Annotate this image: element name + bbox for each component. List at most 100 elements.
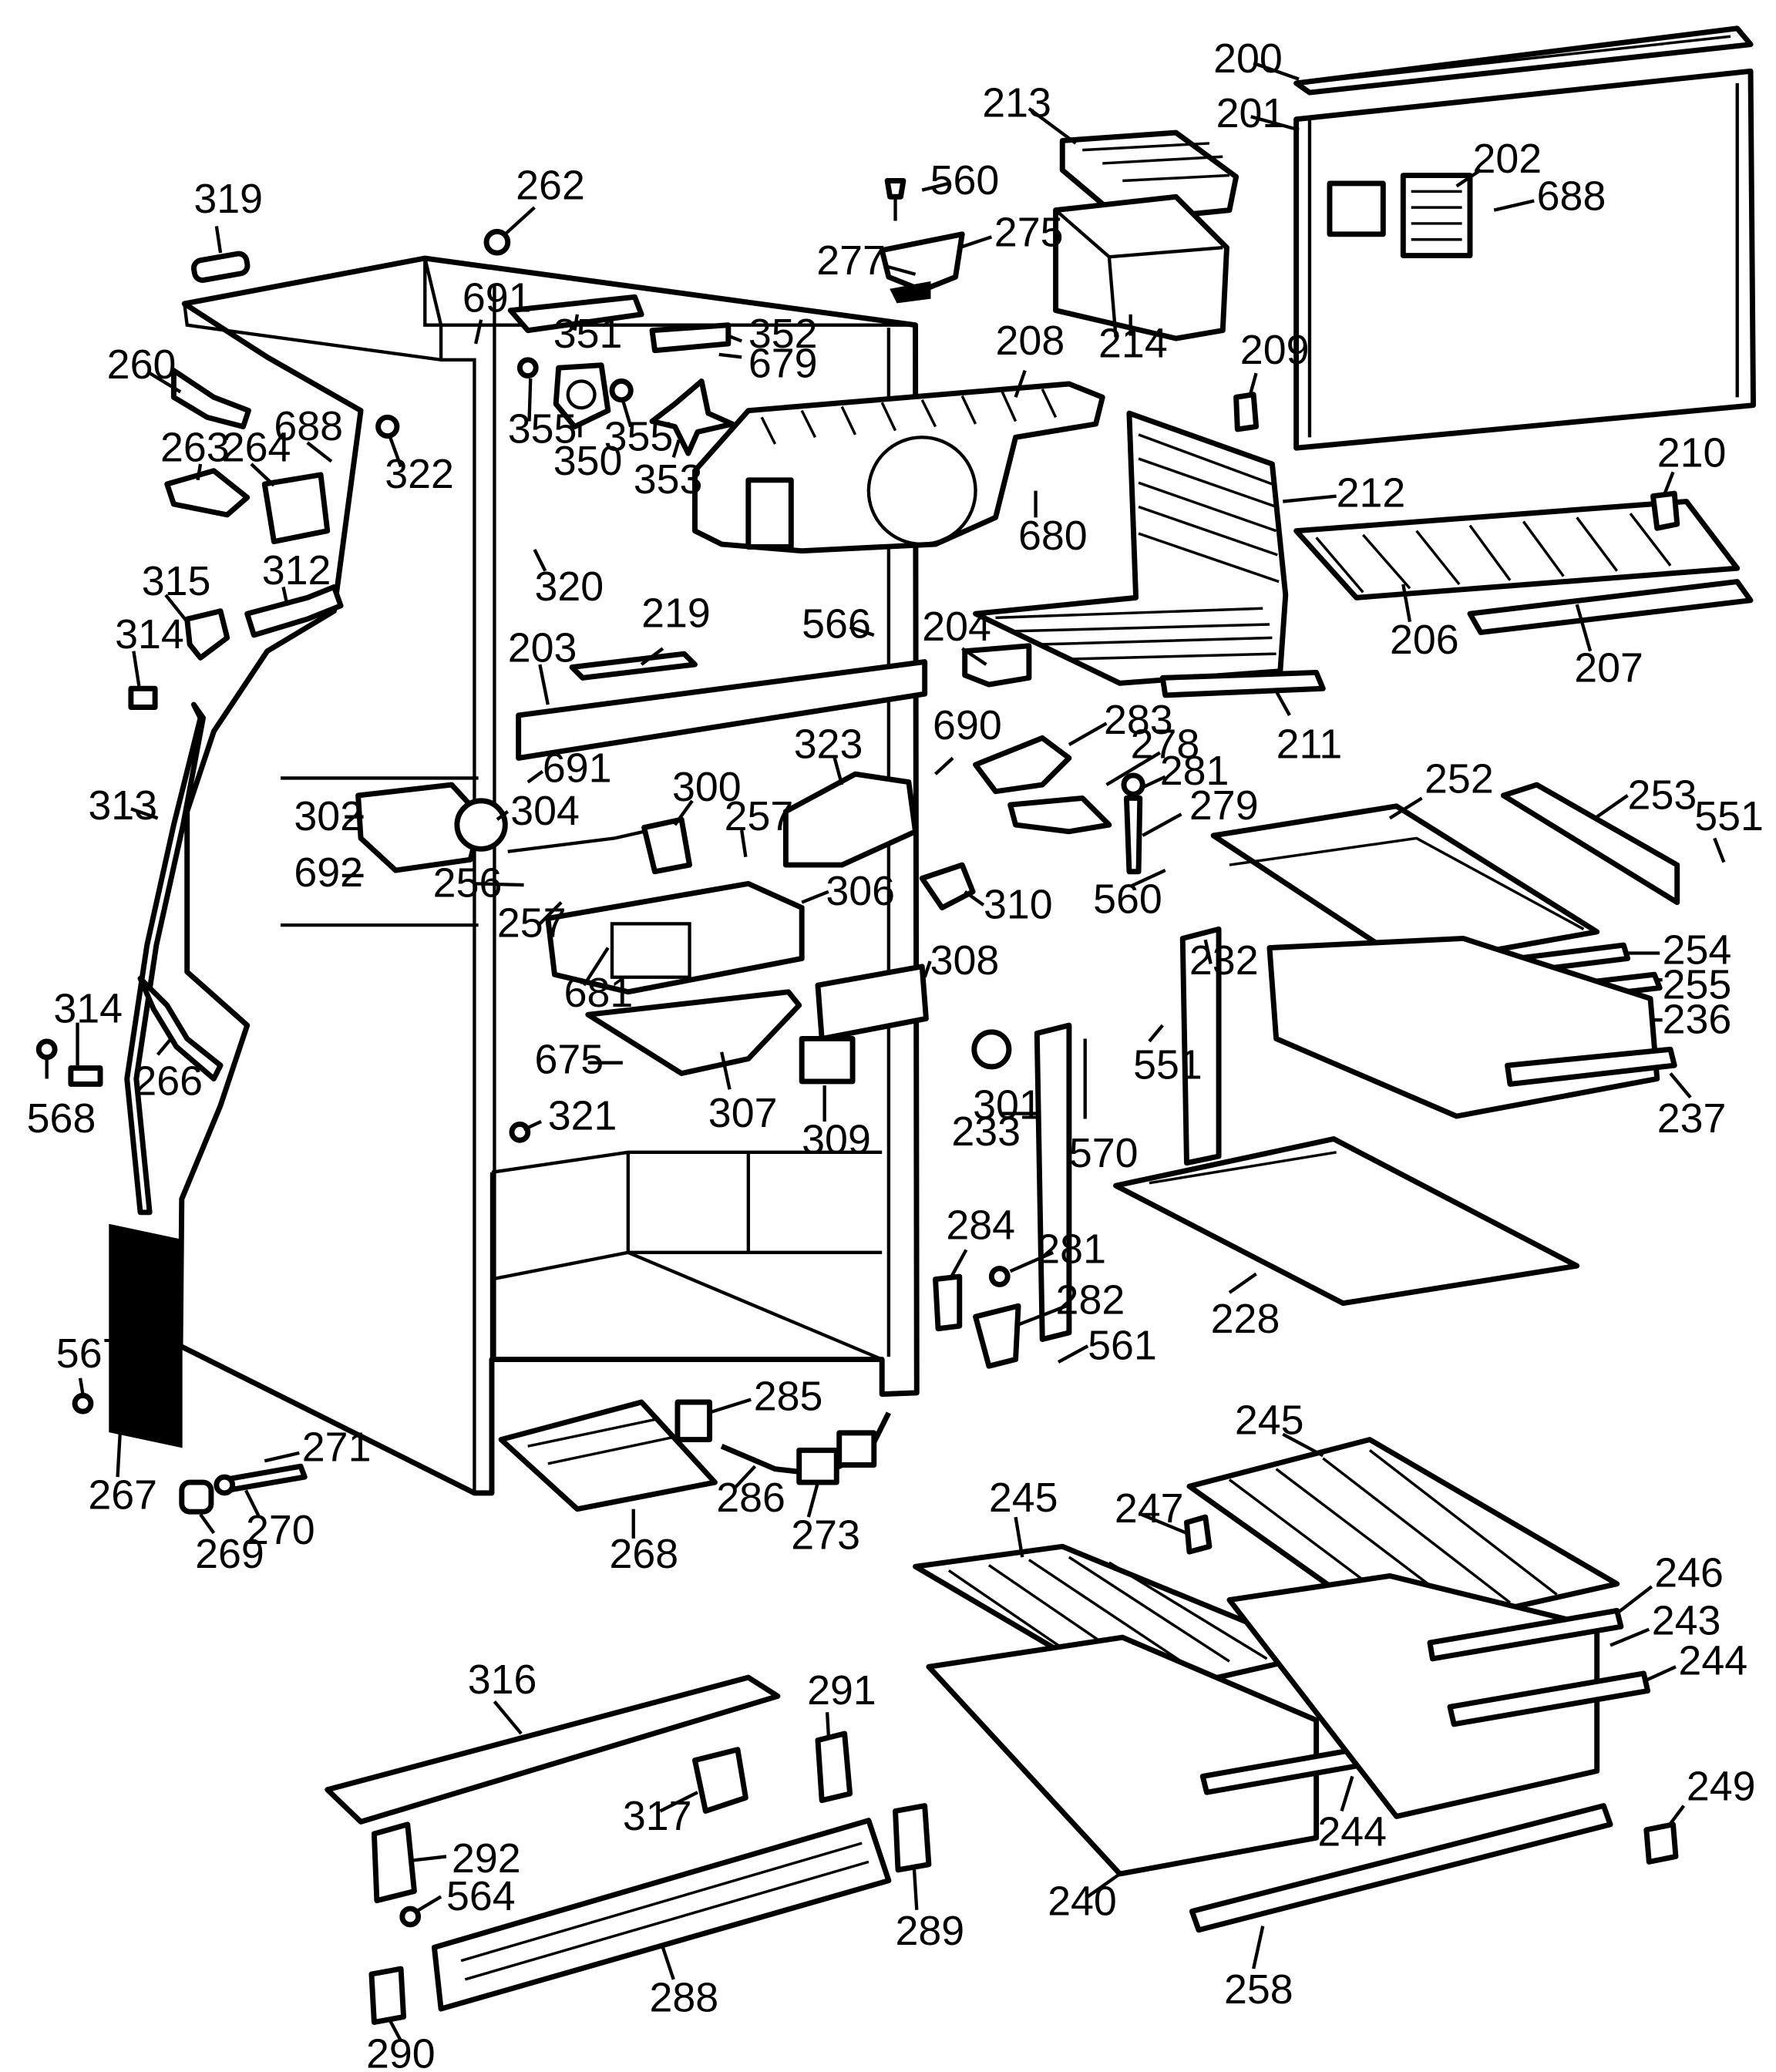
part-219-heater: [569, 651, 698, 681]
part-label-277: 277: [816, 237, 886, 284]
cabinet-body: [109, 255, 920, 1496]
part-label-304: 304: [510, 788, 580, 834]
part-label-237: 237: [1657, 1095, 1727, 1142]
part-355-grommet-left: [516, 357, 539, 379]
part-label-312: 312: [262, 547, 331, 594]
part-label-257-bottom: 257: [497, 900, 567, 947]
part-317-bracket: [692, 1747, 748, 1814]
ice-tray-and-bucket: [879, 130, 1240, 341]
part-label-691-top: 691: [462, 274, 532, 321]
part-label-208: 208: [996, 318, 1065, 364]
bottom-parts: [325, 1399, 932, 2025]
part-label-200: 200: [1213, 35, 1283, 82]
part-label-279: 279: [1189, 782, 1259, 829]
part-label-283: 283: [1104, 697, 1173, 743]
part-263-drain: [164, 468, 251, 518]
part-label-246: 246: [1654, 1549, 1724, 1596]
part-249-clip: [1643, 1821, 1679, 1865]
part-209-clip: [1233, 392, 1260, 432]
part-label-257-top: 257: [725, 793, 794, 839]
part-300-thermostat: [641, 816, 693, 875]
part-label-267: 267: [88, 1472, 157, 1519]
part-246-pan-trim: [1427, 1607, 1624, 1662]
part-label-232: 232: [1189, 937, 1259, 984]
part-309-label: [799, 1036, 856, 1085]
part-label-561: 561: [1088, 1323, 1157, 1369]
cover-and-back-panels: [1293, 25, 1756, 451]
part-label-560-mid: 560: [1093, 876, 1162, 923]
part-label-282: 282: [1056, 1277, 1125, 1324]
part-567-screw: [72, 1392, 94, 1414]
part-label-567: 567: [56, 1330, 126, 1377]
part-label-321: 321: [548, 1092, 617, 1139]
leader-lines: [45, 61, 1726, 2042]
part-label-290: 290: [366, 2030, 436, 2072]
part-label-247: 247: [1115, 1485, 1184, 1532]
part-350-fan-motor: [553, 362, 611, 429]
part-307-shield: [585, 989, 802, 1077]
part-label-688-left: 688: [274, 403, 343, 449]
part-label-219: 219: [641, 590, 711, 637]
part-label-260: 260: [107, 341, 177, 388]
part-266-cord: [137, 975, 224, 1081]
part-label-254: 254: [1663, 927, 1732, 973]
part-281-washer-lower: [988, 1266, 1011, 1287]
part-568-screw: [35, 1038, 58, 1061]
part-label-570: 570: [1069, 1130, 1139, 1176]
part-240-crisper-pan: [926, 1634, 1320, 1877]
part-203-trim-strip: [516, 659, 928, 761]
part-label-278: 278: [1131, 721, 1200, 767]
part-label-350: 350: [553, 438, 623, 484]
part-label-307: 307: [708, 1090, 778, 1136]
part-label-691-mid: 691: [543, 745, 612, 792]
part-label-240: 240: [1048, 1879, 1117, 1925]
part-283-hinge: [973, 735, 1072, 795]
part-304-dial: [454, 798, 508, 852]
part-247-clip: [1184, 1514, 1213, 1555]
part-label-206: 206: [1390, 617, 1459, 663]
part-number-labels: 200 201 202 688 213 560 275 277 214 209 …: [27, 35, 1764, 2072]
part-label-245-left: 245: [989, 1475, 1058, 1521]
part-label-213: 213: [982, 79, 1051, 126]
part-262-plug: [483, 228, 511, 256]
part-label-204: 204: [922, 604, 991, 650]
part-206-wire-shelf: [1293, 499, 1741, 600]
part-label-271: 271: [302, 1424, 372, 1470]
part-label-692: 692: [294, 849, 363, 896]
part-208-evaporator-cover: [692, 381, 1105, 554]
part-label-355-right: 355: [604, 414, 674, 460]
part-316-rail: [325, 1674, 781, 1825]
part-289-clip: [893, 1803, 932, 1873]
part-label-292: 292: [452, 1835, 521, 1882]
part-264-trough: [261, 472, 331, 545]
part-322-plug: [375, 414, 400, 439]
part-label-263: 263: [160, 425, 230, 471]
part-label-564: 564: [446, 1873, 516, 1919]
part-label-258: 258: [1224, 1966, 1293, 2013]
part-label-270: 270: [246, 1507, 315, 1553]
part-355-grommet-right: [609, 378, 634, 403]
part-label-568: 568: [27, 1095, 96, 1142]
part-label-207: 207: [1574, 645, 1643, 691]
part-284-hinge: [933, 1273, 963, 1332]
part-label-233: 233: [951, 1108, 1021, 1155]
part-308-plate: [815, 964, 929, 1041]
part-353-fan-blade: [649, 378, 735, 456]
part-label-317: 317: [623, 1793, 692, 1839]
part-label-566: 566: [802, 600, 871, 647]
fresh-food-shelves: [1034, 782, 1680, 1343]
part-label-256: 256: [433, 860, 503, 906]
part-label-245-right: 245: [1235, 1398, 1304, 1444]
part-269-spring: [179, 1479, 214, 1515]
part-label-211: 211: [1276, 721, 1343, 767]
part-277-pin: [890, 281, 931, 304]
part-213-ice-tray: [1059, 130, 1240, 224]
part-label-266: 266: [133, 1058, 203, 1104]
part-label-244-left: 244: [1317, 1809, 1387, 1855]
part-233-rail: [1034, 1022, 1072, 1343]
part-label-688: 688: [1537, 173, 1606, 220]
part-275-bracket: [879, 231, 965, 294]
part-label-310: 310: [984, 881, 1053, 927]
part-label-351: 351: [553, 311, 623, 357]
freezer-shelves: [973, 392, 1754, 698]
